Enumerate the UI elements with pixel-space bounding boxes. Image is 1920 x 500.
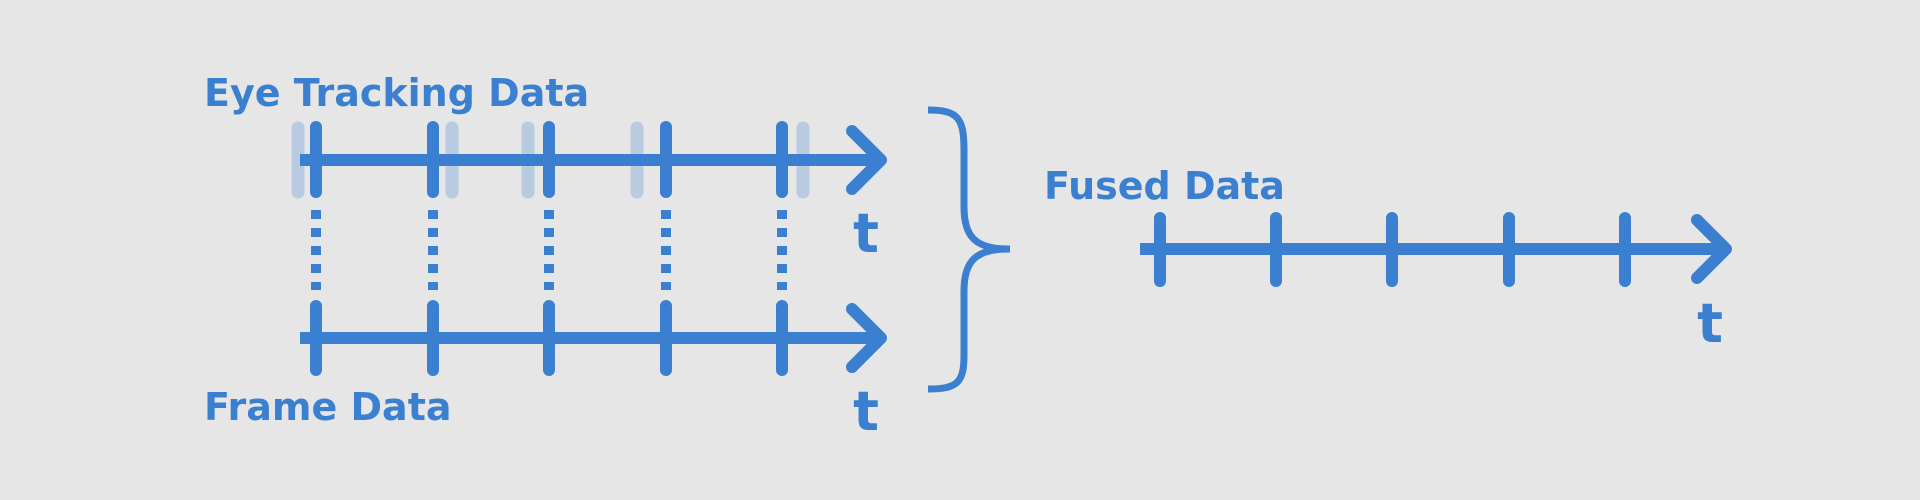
- frame-axis-label: t: [853, 380, 879, 443]
- eye-tracking-axis-label: t: [853, 202, 879, 265]
- frame-arrow-head: [846, 303, 887, 373]
- fused-arrow-head: [1691, 214, 1732, 284]
- eye-tracking-label: Eye Tracking Data: [204, 71, 589, 115]
- fused-timeline: Fused Data t: [1044, 164, 1732, 355]
- eye-tracking-timeline: Eye Tracking Data t: [204, 71, 887, 265]
- frame-ticks: [310, 300, 788, 376]
- merge-brace: [927, 106, 1009, 393]
- fused-ticks: [1154, 212, 1631, 287]
- eye-tracking-ticks: [310, 121, 788, 198]
- eye-tracking-arrow-head: [846, 125, 887, 195]
- fused-label: Fused Data: [1044, 164, 1285, 208]
- frame-label: Frame Data: [204, 385, 452, 429]
- alignment-dotted-lines: [311, 210, 787, 290]
- frame-timeline: Frame Data t: [204, 300, 887, 443]
- fused-axis-label: t: [1697, 292, 1723, 355]
